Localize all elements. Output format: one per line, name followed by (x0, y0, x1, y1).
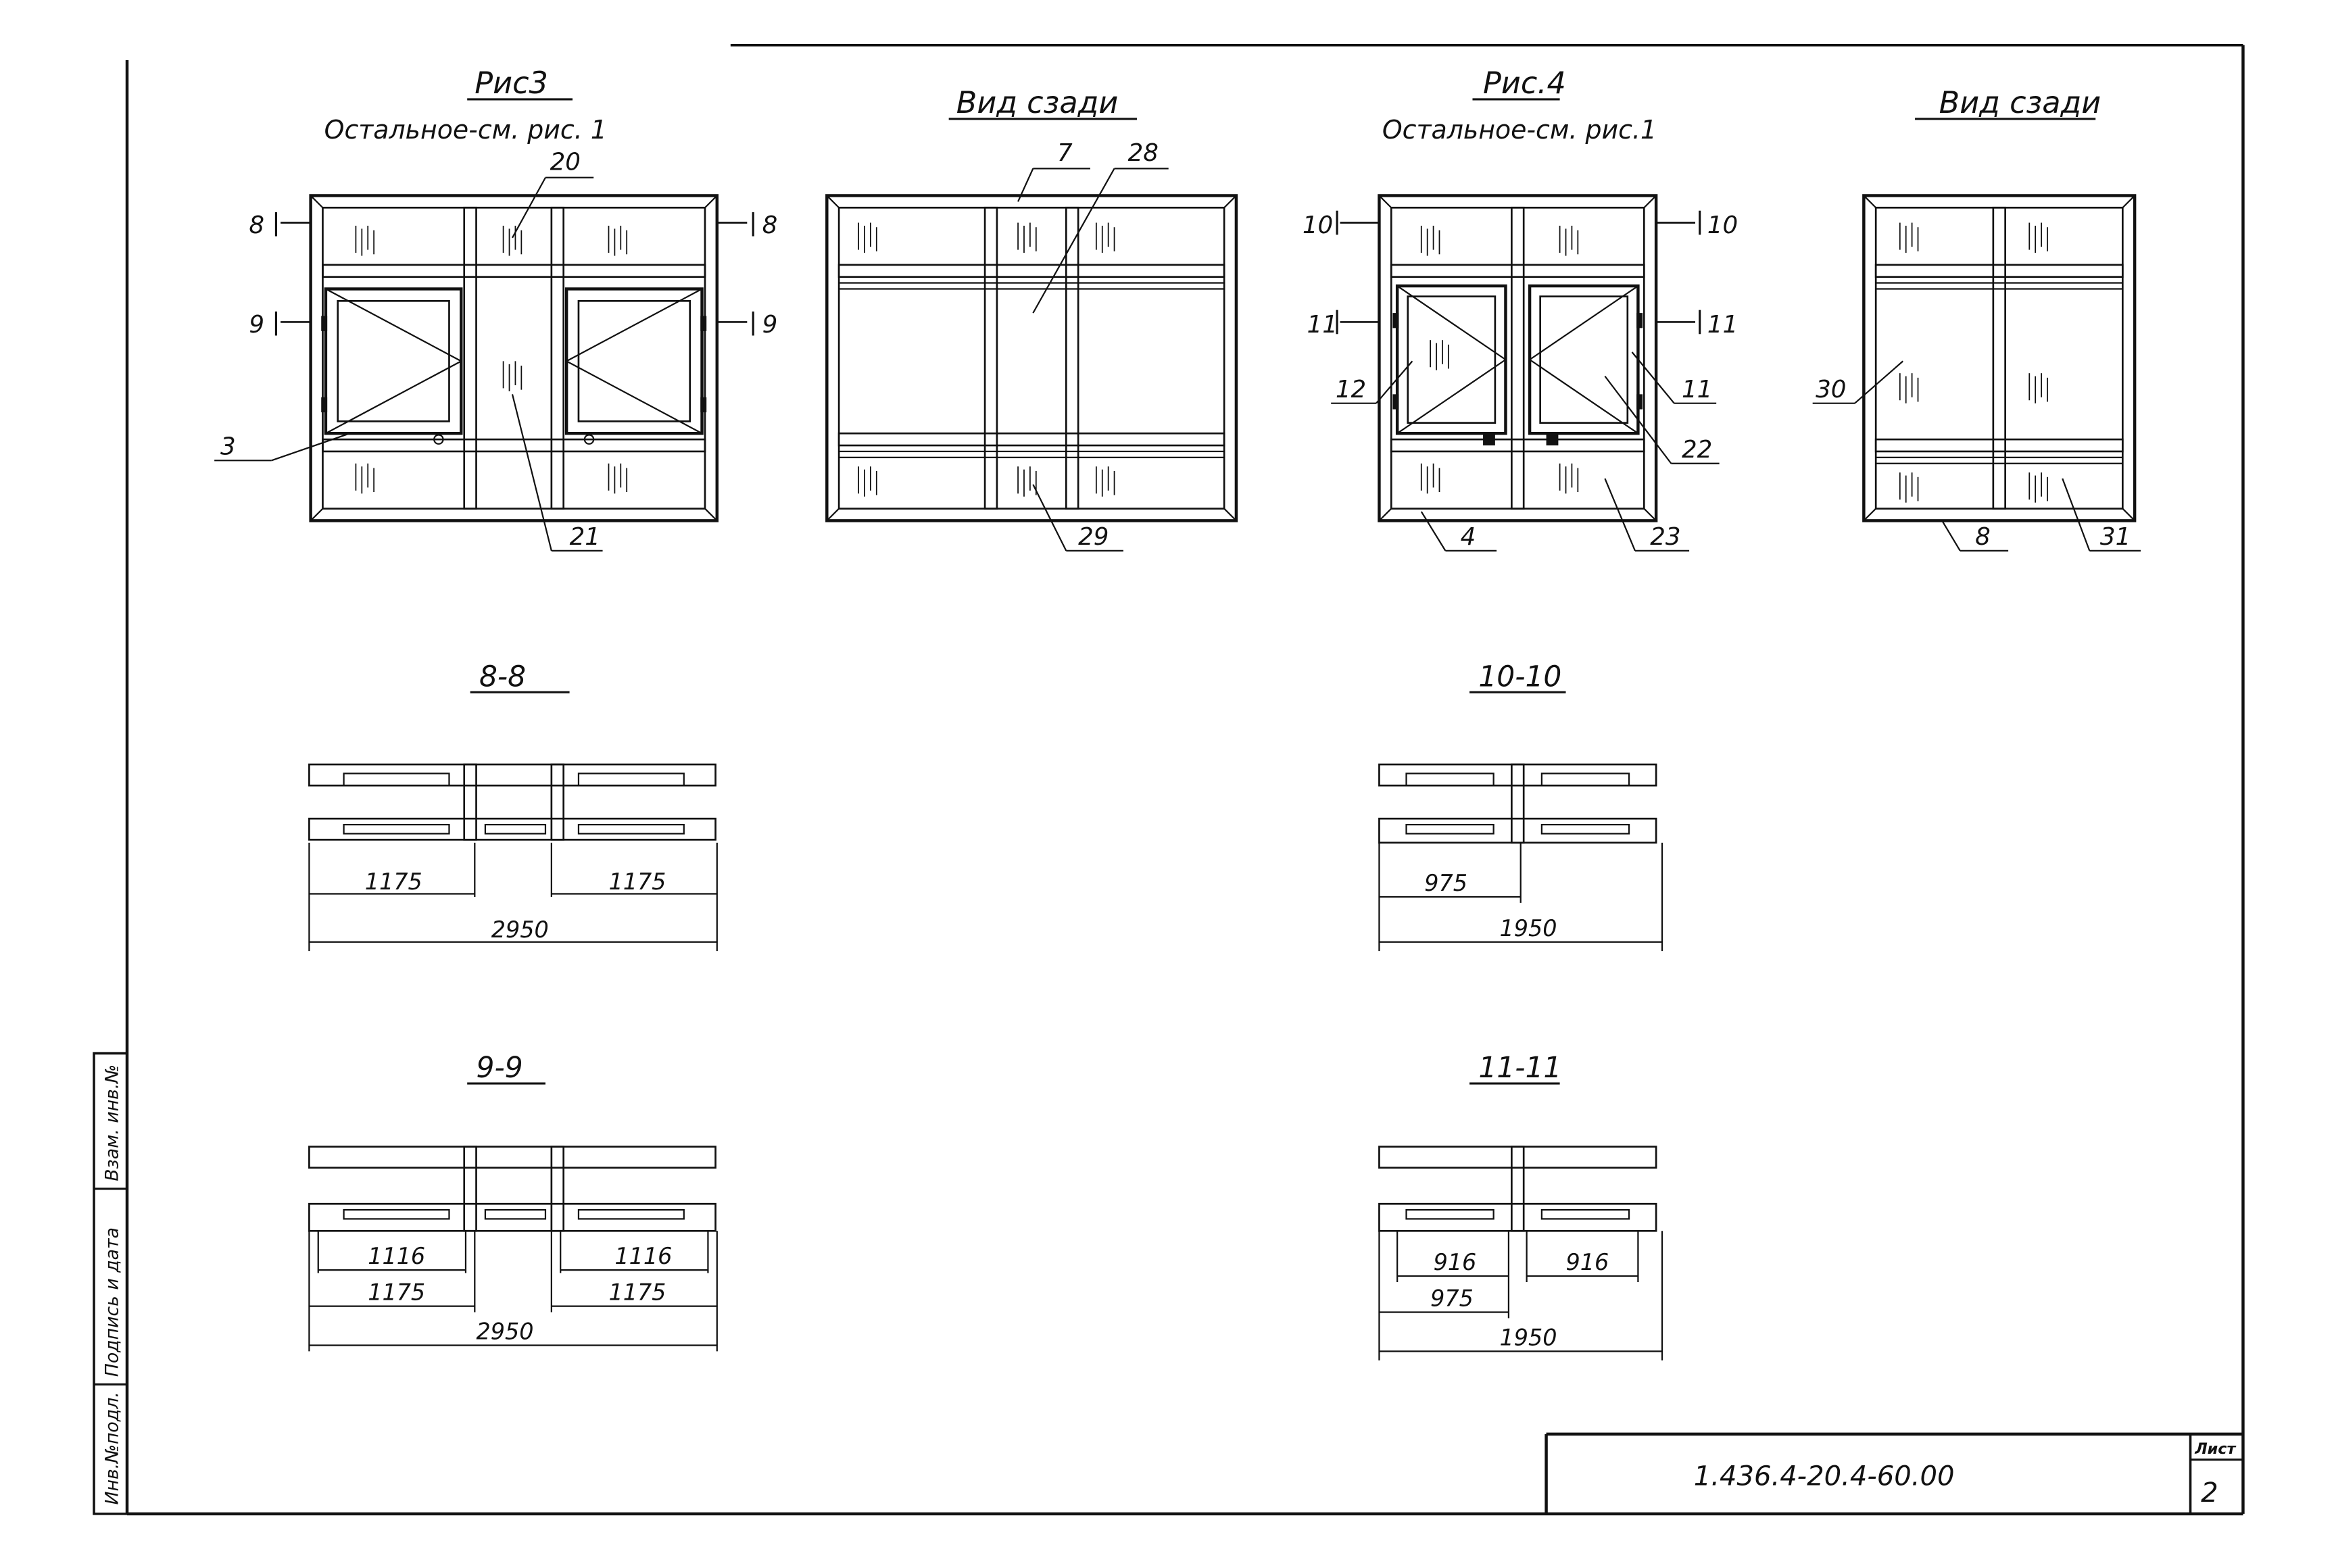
side-stamp: Инв.№подл. Подпись и дата Взам. инв.№ (93, 1052, 128, 1515)
fig4-subtitle: Остальное-см. рис.1 (1382, 115, 1657, 145)
s88-title: 8-8 (479, 660, 526, 693)
fig3-label-20: 20 (550, 149, 581, 176)
s1010-title: 10-10 (1478, 660, 1561, 693)
back3-label-29: 29 (1078, 523, 1109, 551)
s1010-dim-total: 1950 (1500, 915, 1557, 941)
back4-label-31: 31 (2100, 523, 2131, 551)
s99-dim-total: 2950 (477, 1319, 534, 1345)
section-8-8: 8-8 1175 1175 2950 (308, 660, 718, 952)
fig3-subtitle: Остальное-см. рис. 1 (324, 115, 607, 145)
s1111-title: 11-11 (1478, 1051, 1561, 1084)
fig3-label-21: 21 (570, 523, 600, 551)
s1111-dim-inner-left: 916 (1434, 1249, 1477, 1275)
fig3-label-9-left: 9 (249, 311, 264, 339)
fig3-title: Рис3 (475, 66, 548, 101)
s88-dim-left: 1175 (365, 868, 422, 895)
figure-4: Рис.4 Остальное-см. рис.1 10 10 (1303, 66, 1738, 552)
fig3-label-9-right: 9 (762, 311, 778, 339)
back4-label-30: 30 (1816, 376, 1846, 403)
fig4-label-12: 12 (1336, 376, 1366, 403)
s99-dim-inner-right: 1116 (614, 1243, 672, 1269)
s1111-dim-inner-right: 916 (1566, 1249, 1609, 1275)
fig4-label-4: 4 (1461, 523, 1476, 551)
drawing-code: 1.436.4-20.4-60.00 (1694, 1461, 1955, 1492)
s99-title: 9-9 (477, 1051, 523, 1084)
s99-dim-inner-left: 1116 (368, 1243, 425, 1269)
back3-title: Вид сзади (956, 86, 1119, 120)
fig4-label-11-left: 11 (1307, 311, 1338, 339)
section-11-11: 11-11 916 916 975 1950 (1378, 1051, 1663, 1361)
fig4-label-23: 23 (1650, 523, 1680, 551)
fig4-label-22: 22 (1682, 436, 1712, 464)
stamp-vzam-inv: Взам. инв.№ (102, 1064, 123, 1181)
section-10-10: 10-10 975 1950 (1378, 660, 1663, 952)
stamp-podpis-data: Подпись и дата (102, 1227, 123, 1377)
back-view-4: Вид сзади 30 8 31 (1812, 86, 2141, 552)
s99-dim-right: 1175 (608, 1279, 666, 1306)
back4-label-8: 8 (1975, 523, 1991, 551)
fig3-label-3: 3 (220, 433, 236, 460)
s1111-dim-total: 1950 (1500, 1324, 1557, 1350)
fig4-label-10-left: 10 (1303, 212, 1333, 239)
sheet-number: 2 (2201, 1477, 2218, 1509)
s1010-dim-left: 975 (1424, 870, 1467, 896)
back3-label-7: 7 (1057, 139, 1073, 167)
back4-title: Вид сзади (1939, 86, 2101, 120)
s99-dim-left: 1175 (368, 1279, 425, 1306)
fig4-label-11-leader: 11 (1682, 376, 1712, 403)
sheet-label: Лист (2194, 1440, 2236, 1458)
stamp-inv-podl: Инв.№подл. (102, 1392, 123, 1504)
figure-3: Рис3 Остальное-см. рис. 1 8 8 (214, 66, 778, 552)
title-block: 1.436.4-20.4-60.00 Лист 2 (1545, 1432, 2243, 1514)
fig4-label-11-right: 11 (1707, 311, 1738, 339)
fig3-label-8-right: 8 (762, 212, 778, 239)
fig4-label-10-right: 10 (1707, 212, 1738, 239)
s88-dim-total: 2950 (491, 916, 549, 943)
s1111-dim-left: 975 (1430, 1285, 1474, 1312)
back3-label-28: 28 (1128, 139, 1159, 167)
section-9-9: 9-9 1116 1116 1175 1175 2950 (308, 1051, 718, 1352)
s88-dim-right: 1175 (608, 868, 666, 895)
fig4-title: Рис.4 (1483, 66, 1566, 101)
back-view-3: Вид сзади 7 28 29 (825, 86, 1238, 552)
fig3-label-8-left: 8 (249, 212, 264, 239)
